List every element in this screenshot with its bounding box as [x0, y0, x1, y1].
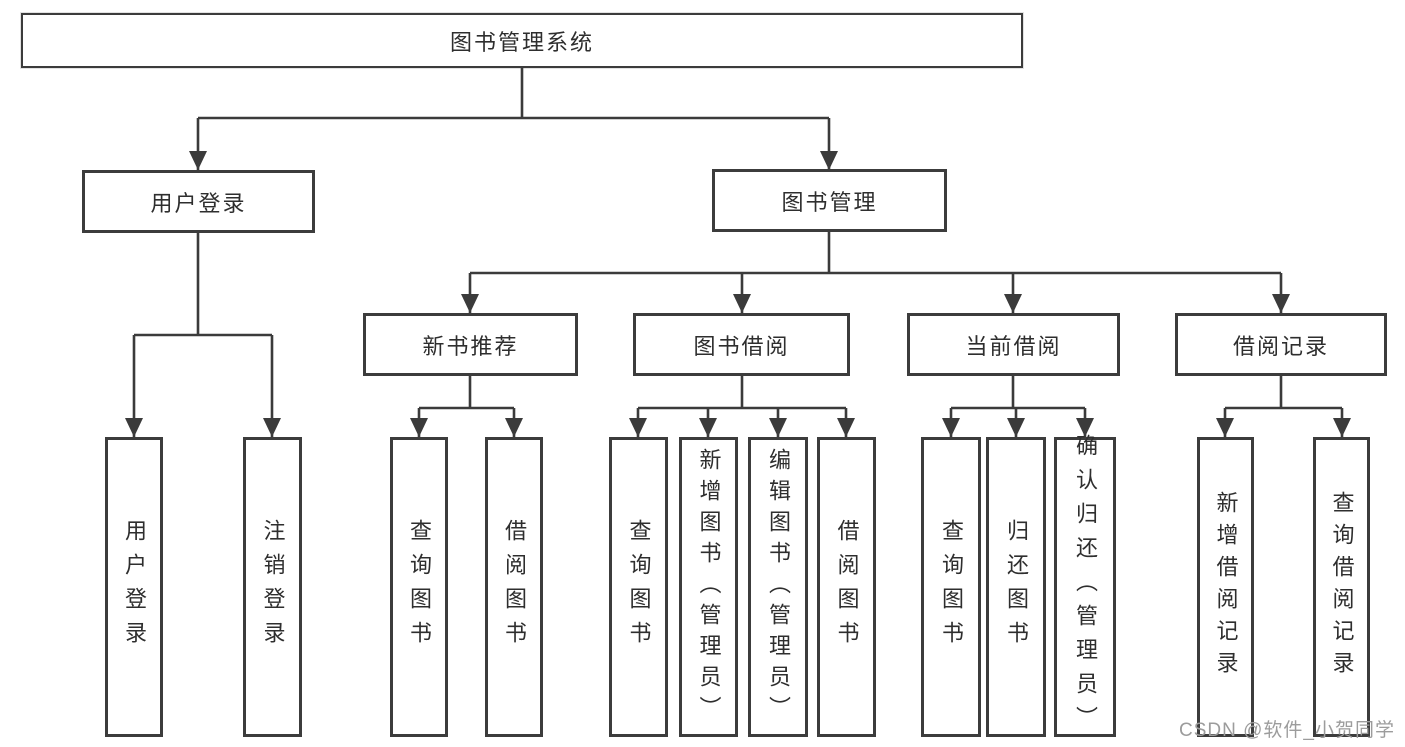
- node-label: 用户登录: [122, 519, 147, 655]
- node-library-management-system: 图书管理系统: [21, 13, 1023, 68]
- node-label: 注销登录: [260, 519, 286, 655]
- node-label: 借阅图书: [502, 519, 527, 655]
- node-label: 确认归还（管理员）: [1073, 434, 1098, 740]
- node-label: 查询图书: [407, 519, 432, 655]
- node-leaf-query-books-current: 查询图书: [921, 437, 981, 737]
- node-leaf-query-books-borrowing: 查询图书: [609, 437, 668, 737]
- node-book-borrowing: 图书借阅: [633, 313, 850, 376]
- node-label: 新增借阅记录: [1213, 491, 1239, 683]
- node-label: 查询借阅记录: [1329, 491, 1355, 683]
- node-leaf-return-books: 归还图书: [986, 437, 1046, 737]
- node-leaf-query-borrow-record: 查询借阅记录: [1313, 437, 1370, 737]
- node-label: 编辑图书（管理员）: [766, 447, 791, 727]
- node-label: 归还图书: [1004, 519, 1029, 655]
- node-label: 借阅图书: [834, 519, 860, 655]
- node-leaf-logout: 注销登录: [243, 437, 302, 737]
- node-leaf-add-borrow-record: 新增借阅记录: [1197, 437, 1254, 737]
- node-leaf-edit-books-admin: 编辑图书（管理员）: [748, 437, 808, 737]
- node-leaf-add-books-admin: 新增图书（管理员）: [679, 437, 738, 737]
- node-current-borrowing: 当前借阅: [907, 313, 1120, 376]
- node-label: 图书管理系统: [449, 29, 594, 55]
- node-label: 查询图书: [626, 519, 652, 655]
- node-label: 当前借阅: [965, 333, 1062, 359]
- node-borrowing-records: 借阅记录: [1175, 313, 1387, 376]
- node-label: 借阅记录: [1232, 333, 1329, 359]
- node-label: 新增图书（管理员）: [696, 447, 722, 727]
- node-label: 图书借阅: [693, 333, 790, 359]
- node-label: 新书推荐: [422, 333, 519, 359]
- node-label: 图书管理: [781, 189, 878, 215]
- node-leaf-confirm-return-admin: 确认归还（管理员）: [1054, 434, 1116, 740]
- node-user-login-branch: 用户登录: [82, 170, 315, 233]
- node-leaf-query-books-recommend: 查询图书: [390, 437, 448, 737]
- node-label: 用户登录: [150, 190, 247, 216]
- node-new-book-recommendation: 新书推荐: [363, 313, 578, 376]
- node-label: 查询图书: [939, 519, 964, 655]
- csdn-watermark: CSDN @软件_小贺同学: [1179, 720, 1395, 741]
- node-leaf-user-login: 用户登录: [105, 437, 163, 737]
- node-leaf-borrow-books-borrowing: 借阅图书: [817, 437, 876, 737]
- node-leaf-borrow-books-recommend: 借阅图书: [485, 437, 543, 737]
- node-book-management: 图书管理: [712, 169, 947, 232]
